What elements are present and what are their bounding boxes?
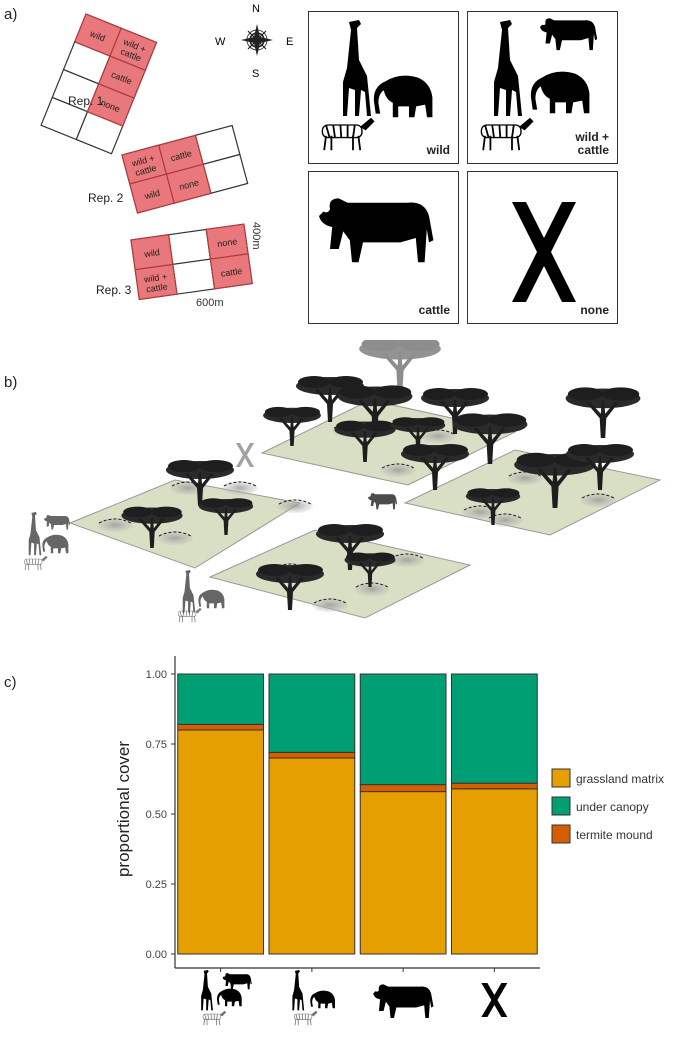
elephant-icon (42, 534, 69, 554)
bar-segment-termite-mound (177, 723, 265, 731)
dimension-height: 400m (250, 222, 262, 250)
plot-label: wild (143, 247, 161, 259)
x-mark-icon (481, 983, 508, 1017)
treatment-label: wild + cattle (575, 130, 609, 157)
y-tick-label: 0.25 (146, 879, 167, 891)
x-mark-icon (512, 202, 576, 302)
legend-swatch (551, 824, 571, 844)
bar-segment-termite-mound (450, 782, 538, 790)
treatment-plot: none (86, 83, 135, 127)
compass-e: E (286, 36, 293, 48)
bar-segment-under-canopy (450, 673, 538, 784)
legend-swatch (551, 768, 571, 788)
x-mark-icon (236, 443, 254, 467)
bar-wild (268, 673, 356, 955)
plot-label: cattle (220, 266, 243, 279)
treatment-plot: wild (73, 13, 123, 57)
treatment-label: wild (426, 143, 450, 157)
plot-label: none (217, 236, 238, 249)
y-tick-label: 0.50 (146, 809, 167, 821)
cow-icon (368, 493, 398, 510)
elephant-icon (216, 988, 242, 1007)
bar-cattle (359, 673, 447, 955)
treatment-label: cattle (418, 303, 450, 317)
rep-3-label: Rep. 3 (96, 283, 132, 297)
bar-segment-grassland-matrix (359, 791, 447, 955)
elephant-icon (198, 589, 225, 609)
rep-2-label: Rep. 2 (88, 191, 124, 205)
y-axis-label: proportional cover (114, 741, 133, 877)
treatment-plot: wild +cattle (121, 144, 168, 185)
zebra-icon (202, 1010, 227, 1026)
bar-wild-cattle (177, 673, 265, 955)
panel-letter-c: c) (4, 674, 17, 691)
cow-icon (373, 984, 434, 1018)
y-tick-label: 1.00 (146, 669, 167, 681)
compass-s: S (252, 68, 259, 80)
treatment-box-wild-cattle: wild + cattle (467, 11, 618, 164)
elephant-icon (373, 75, 433, 118)
legend-label: under canopy (576, 800, 649, 814)
cow-icon (222, 973, 252, 990)
landscape-diagram (23, 340, 662, 623)
dimension-width: 600m (196, 297, 224, 309)
y-tick-label: 0.00 (146, 949, 167, 961)
zebra-icon (480, 116, 535, 152)
compass-w: W (215, 36, 226, 48)
giraffe-icon (494, 20, 522, 116)
y-tick-label: 0.75 (146, 739, 167, 751)
bar-segment-grassland-matrix (177, 729, 265, 955)
giraffe-icon (182, 570, 196, 614)
bar-segment-termite-mound (359, 784, 447, 793)
zebra-icon (321, 116, 376, 152)
zebra-icon (23, 555, 48, 571)
zebra-icon (293, 1010, 318, 1026)
treatment-box-none: none (467, 171, 618, 324)
legend-swatch (551, 796, 571, 816)
treatment-plot: wild (130, 234, 174, 271)
treatment-plot: cattle (97, 55, 147, 99)
compass-n: N (252, 3, 260, 15)
bar-segment-under-canopy (359, 673, 447, 786)
bar-segment-grassland-matrix (450, 788, 538, 955)
cow-icon (319, 198, 434, 263)
bar-segment-under-canopy (177, 673, 265, 725)
treatment-plot: cattle (157, 134, 204, 175)
treatment-box-cattle: cattle (308, 171, 459, 324)
bar-segment-under-canopy (268, 673, 356, 753)
cow-icon (540, 18, 598, 51)
plot-none (260, 399, 517, 486)
treatment-box-wild: wild (308, 11, 459, 164)
panel-letter-b: b) (4, 374, 18, 391)
legend-label: grassland matrix (576, 772, 664, 786)
treatment-plot: cattle (209, 253, 253, 290)
cow-icon (44, 515, 70, 530)
elephant-icon (530, 71, 590, 114)
treatment-plot: none (205, 223, 249, 260)
bar-segment-termite-mound (268, 751, 356, 759)
treatment-plot: wild +cattle (109, 27, 158, 72)
panel-letter-a: a) (4, 6, 18, 23)
giraffe-icon (343, 20, 371, 116)
compass-rose-icon (241, 24, 273, 56)
treatment-label: none (580, 303, 609, 317)
elephant-icon (310, 990, 335, 1009)
treatment-plot: none (165, 163, 212, 204)
plot-label: cattle (146, 281, 169, 294)
plot-label: wild + (142, 271, 167, 284)
treatment-plot: wild +cattle (134, 263, 178, 301)
giraffe-icon (201, 970, 213, 1011)
giraffe-icon (292, 970, 305, 1011)
plot-label: wild (143, 188, 162, 202)
bar-none (450, 673, 538, 955)
bar-segment-grassland-matrix (268, 757, 356, 955)
rep-1-label: Rep. 1 (68, 94, 104, 108)
proportional-cover-chart: proportional cover 0.000.250.500.751.00 … (114, 656, 664, 1026)
giraffe-icon (28, 512, 42, 556)
legend-label: termite mound (576, 828, 653, 842)
